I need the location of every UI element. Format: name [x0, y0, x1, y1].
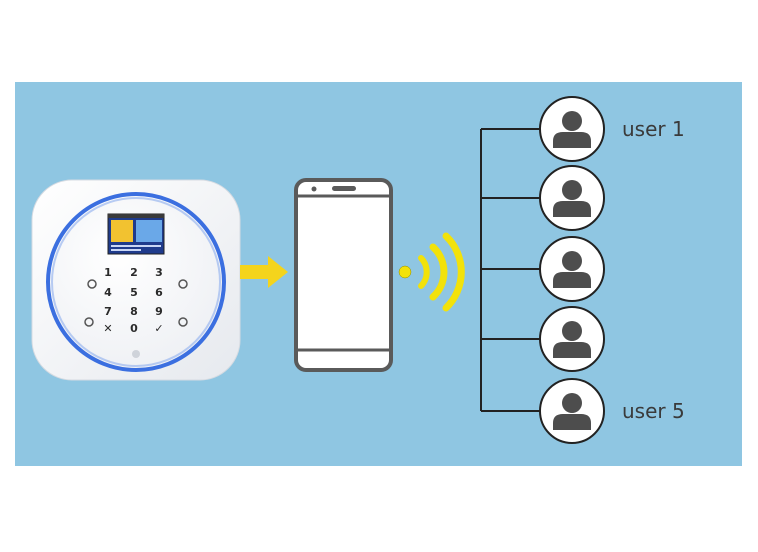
user-node	[539, 165, 605, 231]
user-node: user 5	[539, 378, 685, 444]
user-avatar-icon	[553, 251, 591, 288]
keypad-key: 9	[155, 305, 163, 318]
alarm-panel-device: 1 2 3 4 5 6 7 8 9 ✕ 0 ✓	[31, 179, 241, 381]
user-node	[539, 236, 605, 302]
keypad-key: 8	[130, 305, 138, 318]
user-avatar-icon	[553, 180, 591, 217]
keypad-key: ✕	[103, 322, 112, 335]
user-label: user 1	[622, 117, 685, 141]
keypad-key: 0	[130, 322, 138, 335]
keypad-key: 6	[155, 286, 163, 299]
user-avatar-icon	[553, 321, 591, 358]
keypad-key: ✓	[154, 322, 163, 335]
user-tree-connectors	[480, 128, 541, 412]
alarm-panel-keypad: 1 2 3 4 5 6 7 8 9 ✕ 0 ✓	[103, 266, 163, 335]
alarm-panel-screen	[107, 213, 165, 255]
keypad-key: 4	[104, 286, 112, 299]
phone-call-icon	[178, 317, 188, 327]
keypad-key: 3	[155, 266, 163, 279]
user-avatar-icon	[553, 111, 591, 148]
disarm-icon	[178, 279, 188, 289]
forward-arrow-icon	[240, 256, 288, 288]
home-icon	[84, 317, 94, 327]
alarm-panel-ring	[46, 192, 226, 372]
keypad-key: 5	[130, 286, 138, 299]
user-node: user 1	[539, 96, 685, 162]
user-list: user 1 user 5	[539, 96, 685, 444]
user-avatar-icon	[553, 393, 591, 430]
keypad-key: 7	[104, 305, 112, 318]
keypad-key: 2	[130, 266, 138, 279]
sensor-dot-icon	[132, 350, 140, 358]
smartphone-icon	[294, 178, 393, 372]
user-label: user 5	[622, 399, 685, 423]
user-node	[539, 306, 605, 372]
arm-icon	[87, 279, 97, 289]
wireless-signal-icon	[398, 232, 465, 312]
keypad-key: 1	[104, 266, 112, 279]
